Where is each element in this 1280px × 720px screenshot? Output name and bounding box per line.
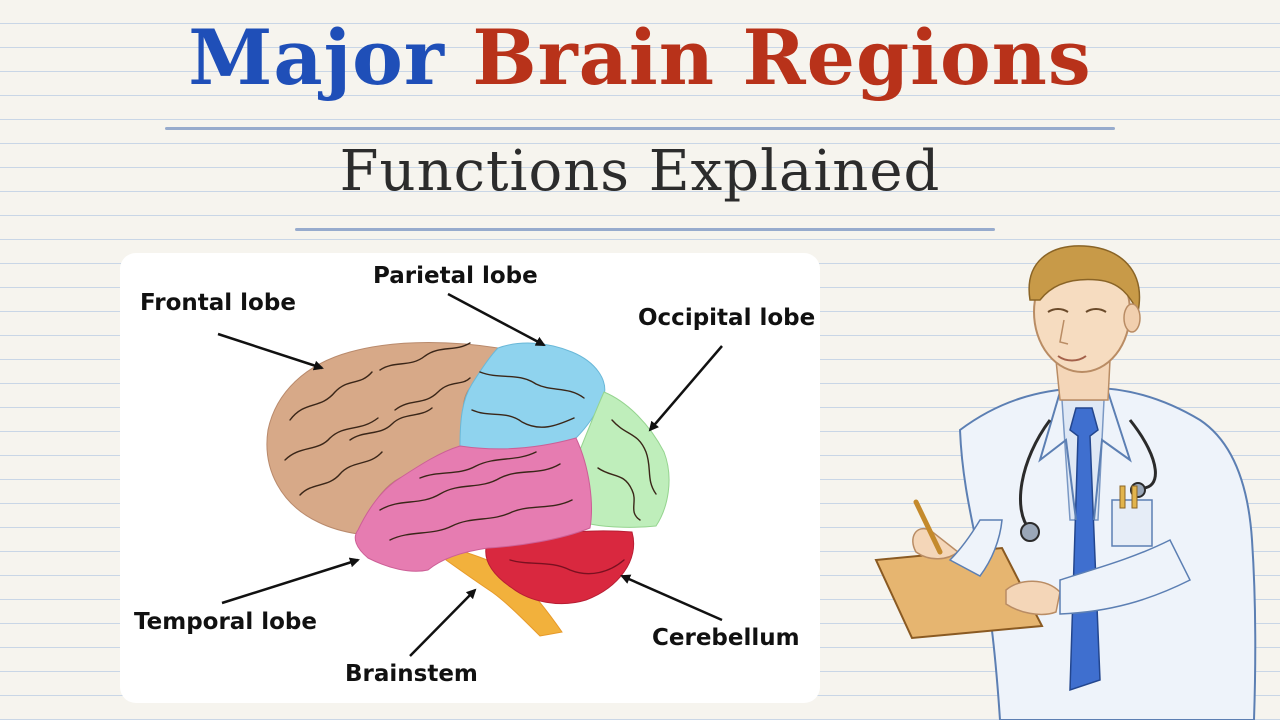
arrow-cerebellum <box>620 574 723 622</box>
title-word-major: Major <box>188 13 445 102</box>
arrow-temporal <box>221 557 360 605</box>
arrow-frontal <box>217 332 324 371</box>
title-word-brain-regions: Brain Regions <box>472 13 1092 102</box>
label-cerebellum: Cerebellum <box>652 625 800 651</box>
arrow-parietal <box>447 292 546 347</box>
label-frontal-lobe: Frontal lobe <box>140 290 296 316</box>
arrow-occipital <box>648 345 723 432</box>
arrow-brainstem <box>409 588 477 657</box>
label-occipital-lobe: Occipital lobe <box>638 305 816 331</box>
page-title: Major Brain Regions <box>0 12 1280 103</box>
gyri-lines <box>284 342 657 575</box>
label-brainstem: Brainstem <box>345 661 478 687</box>
label-parietal-lobe: Parietal lobe <box>373 263 538 289</box>
doctor-illustration <box>874 245 1257 720</box>
subtitle-underline <box>295 228 995 231</box>
label-temporal-lobe: Temporal lobe <box>134 609 317 635</box>
title-underline <box>165 127 1115 130</box>
page-subtitle: Functions Explained <box>339 139 941 204</box>
pointer-arrows <box>217 292 723 657</box>
